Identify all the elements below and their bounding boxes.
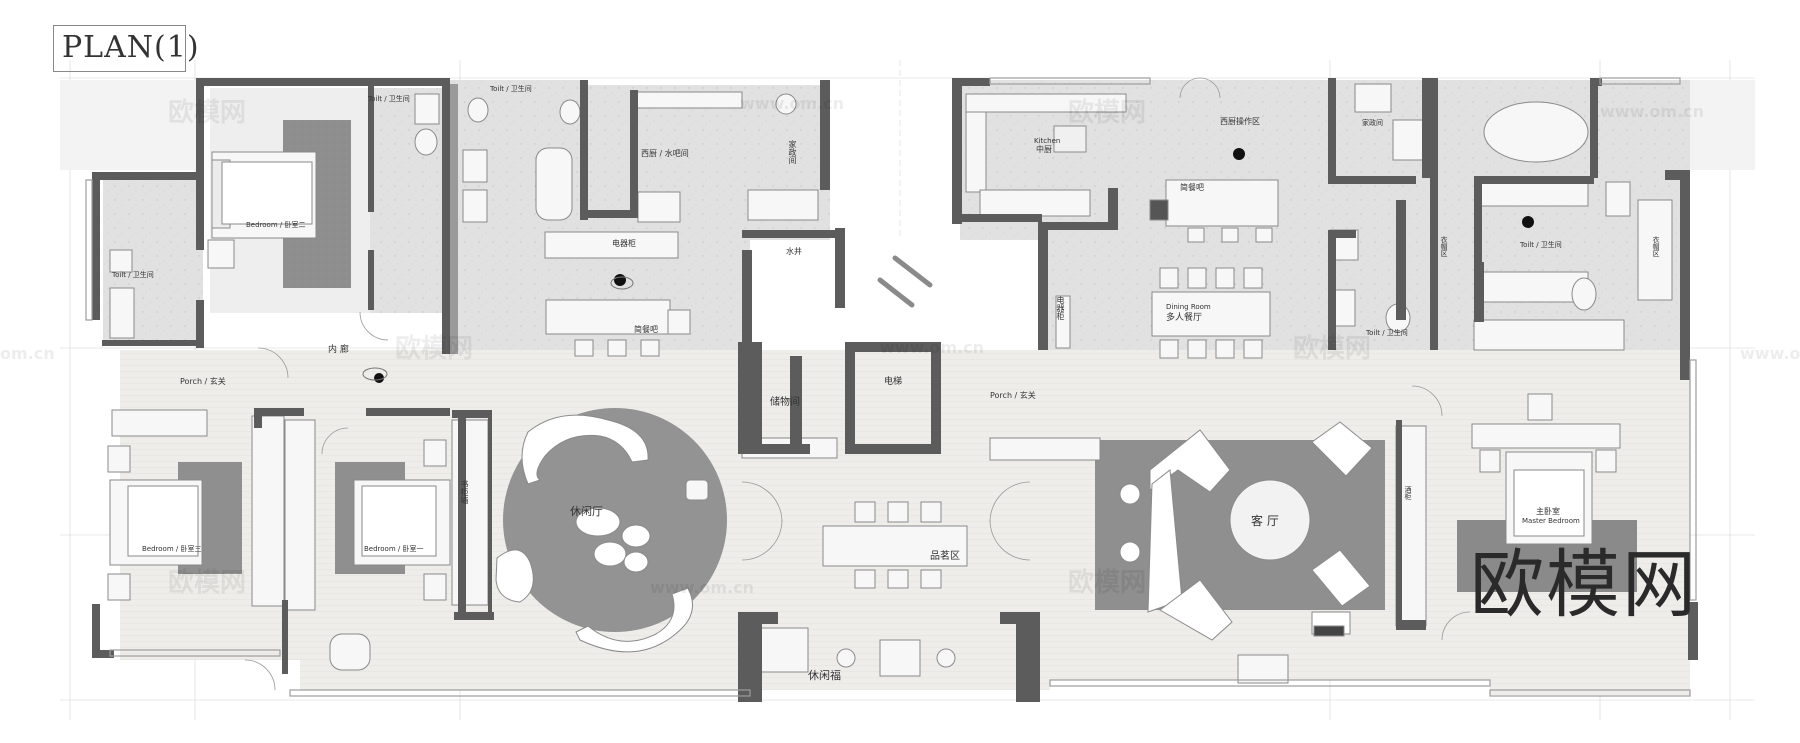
- label-tea-area: 品茗区: [930, 551, 960, 562]
- label-water-well: 水井: [786, 247, 802, 256]
- watermark-small: 欧模网: [1068, 568, 1147, 598]
- plan-title: PLAN(1): [62, 30, 200, 65]
- label-elevator: 电梯: [884, 377, 903, 387]
- watermark-small: 欧模网: [168, 98, 247, 128]
- watermark-small: 欧模网: [168, 568, 247, 598]
- label-dining-en: Dining Room: [1166, 303, 1211, 311]
- label-dining: 多人餐厅: [1166, 313, 1203, 323]
- label-toilet-left: Toilt / 卫生间: [112, 271, 154, 279]
- watermark-small: 欧模网: [1068, 98, 1147, 128]
- label-laundry2: 家政间: [1362, 119, 1383, 127]
- title-frame: [53, 25, 186, 72]
- label-closet-left: 衣帽区: [1440, 236, 1448, 257]
- label-inner-corridor: 内 廊: [328, 345, 349, 355]
- label-living: 客 厅: [1251, 514, 1279, 528]
- label-chinese-kitchen: 中厨: [1036, 145, 1052, 154]
- label-porch-left: Porch / 玄关: [180, 377, 226, 386]
- label-appliance-cab-2: 电器柜: [1056, 296, 1065, 320]
- watermark-domain: www.om.cn: [1600, 102, 1705, 121]
- label-leisure-balcony: 休闲福: [808, 669, 841, 682]
- door-swings: [244, 77, 1471, 691]
- label-study-cab: 书柜墙: [460, 480, 469, 504]
- label-laundry: 家政间: [788, 140, 797, 164]
- label-western-kitchen: 西厨 / 水吧间: [641, 149, 689, 158]
- watermark-domain: www.om.cn: [1740, 344, 1800, 363]
- label-toilet-top: Toilt / 卫生间: [368, 95, 410, 103]
- watermark-small: 欧模网: [395, 334, 474, 364]
- toilet-top-floor: [370, 88, 450, 313]
- label-lounge: 休闲厅: [570, 505, 603, 518]
- label-closet-right: 衣帽区: [1652, 236, 1660, 257]
- label-bedroom3: Bedroom / 卧室三: [142, 545, 202, 553]
- label-kitchen-en: Kitchen: [1034, 137, 1061, 145]
- label-bedroom1: Bedroom / 卧室一: [364, 545, 424, 553]
- label-master-en: Master Bedroom: [1522, 517, 1580, 525]
- label-appliance-cab-1: 电器柜: [612, 239, 636, 248]
- label-bedroom2: Bedroom / 卧室二: [246, 221, 306, 229]
- people-figures: [362, 148, 1534, 383]
- label-storage: 储物间: [770, 397, 800, 408]
- label-snack-bar-2: 简餐吧: [1180, 183, 1204, 192]
- watermark-domain: www.om.cn: [650, 578, 755, 597]
- label-porch-center: Porch / 玄关: [990, 391, 1036, 400]
- windows: [85, 77, 1697, 697]
- label-toilet-top2: Toilt / 卫生间: [490, 85, 532, 93]
- watermark-domain: om.cn: [0, 344, 55, 363]
- label-master-cn: 主卧室: [1536, 507, 1560, 516]
- label-toilet-right: Toilt / 卫生间: [1520, 241, 1562, 249]
- watermark-domain: www.om.cn: [740, 94, 845, 113]
- walls: [92, 78, 1698, 702]
- label-snack-bar-1: 简餐吧: [634, 325, 658, 334]
- label-cabinet: 酒柜: [1404, 486, 1412, 500]
- label-toilet-mid: Toilt / 卫生间: [1366, 329, 1408, 337]
- watermark-small: 欧模网: [1293, 334, 1372, 364]
- watermark-logo: 欧模网: [1470, 542, 1698, 628]
- watermark-domain: www.om.cn: [880, 338, 985, 357]
- label-western-prep: 西厨操作区: [1220, 117, 1260, 126]
